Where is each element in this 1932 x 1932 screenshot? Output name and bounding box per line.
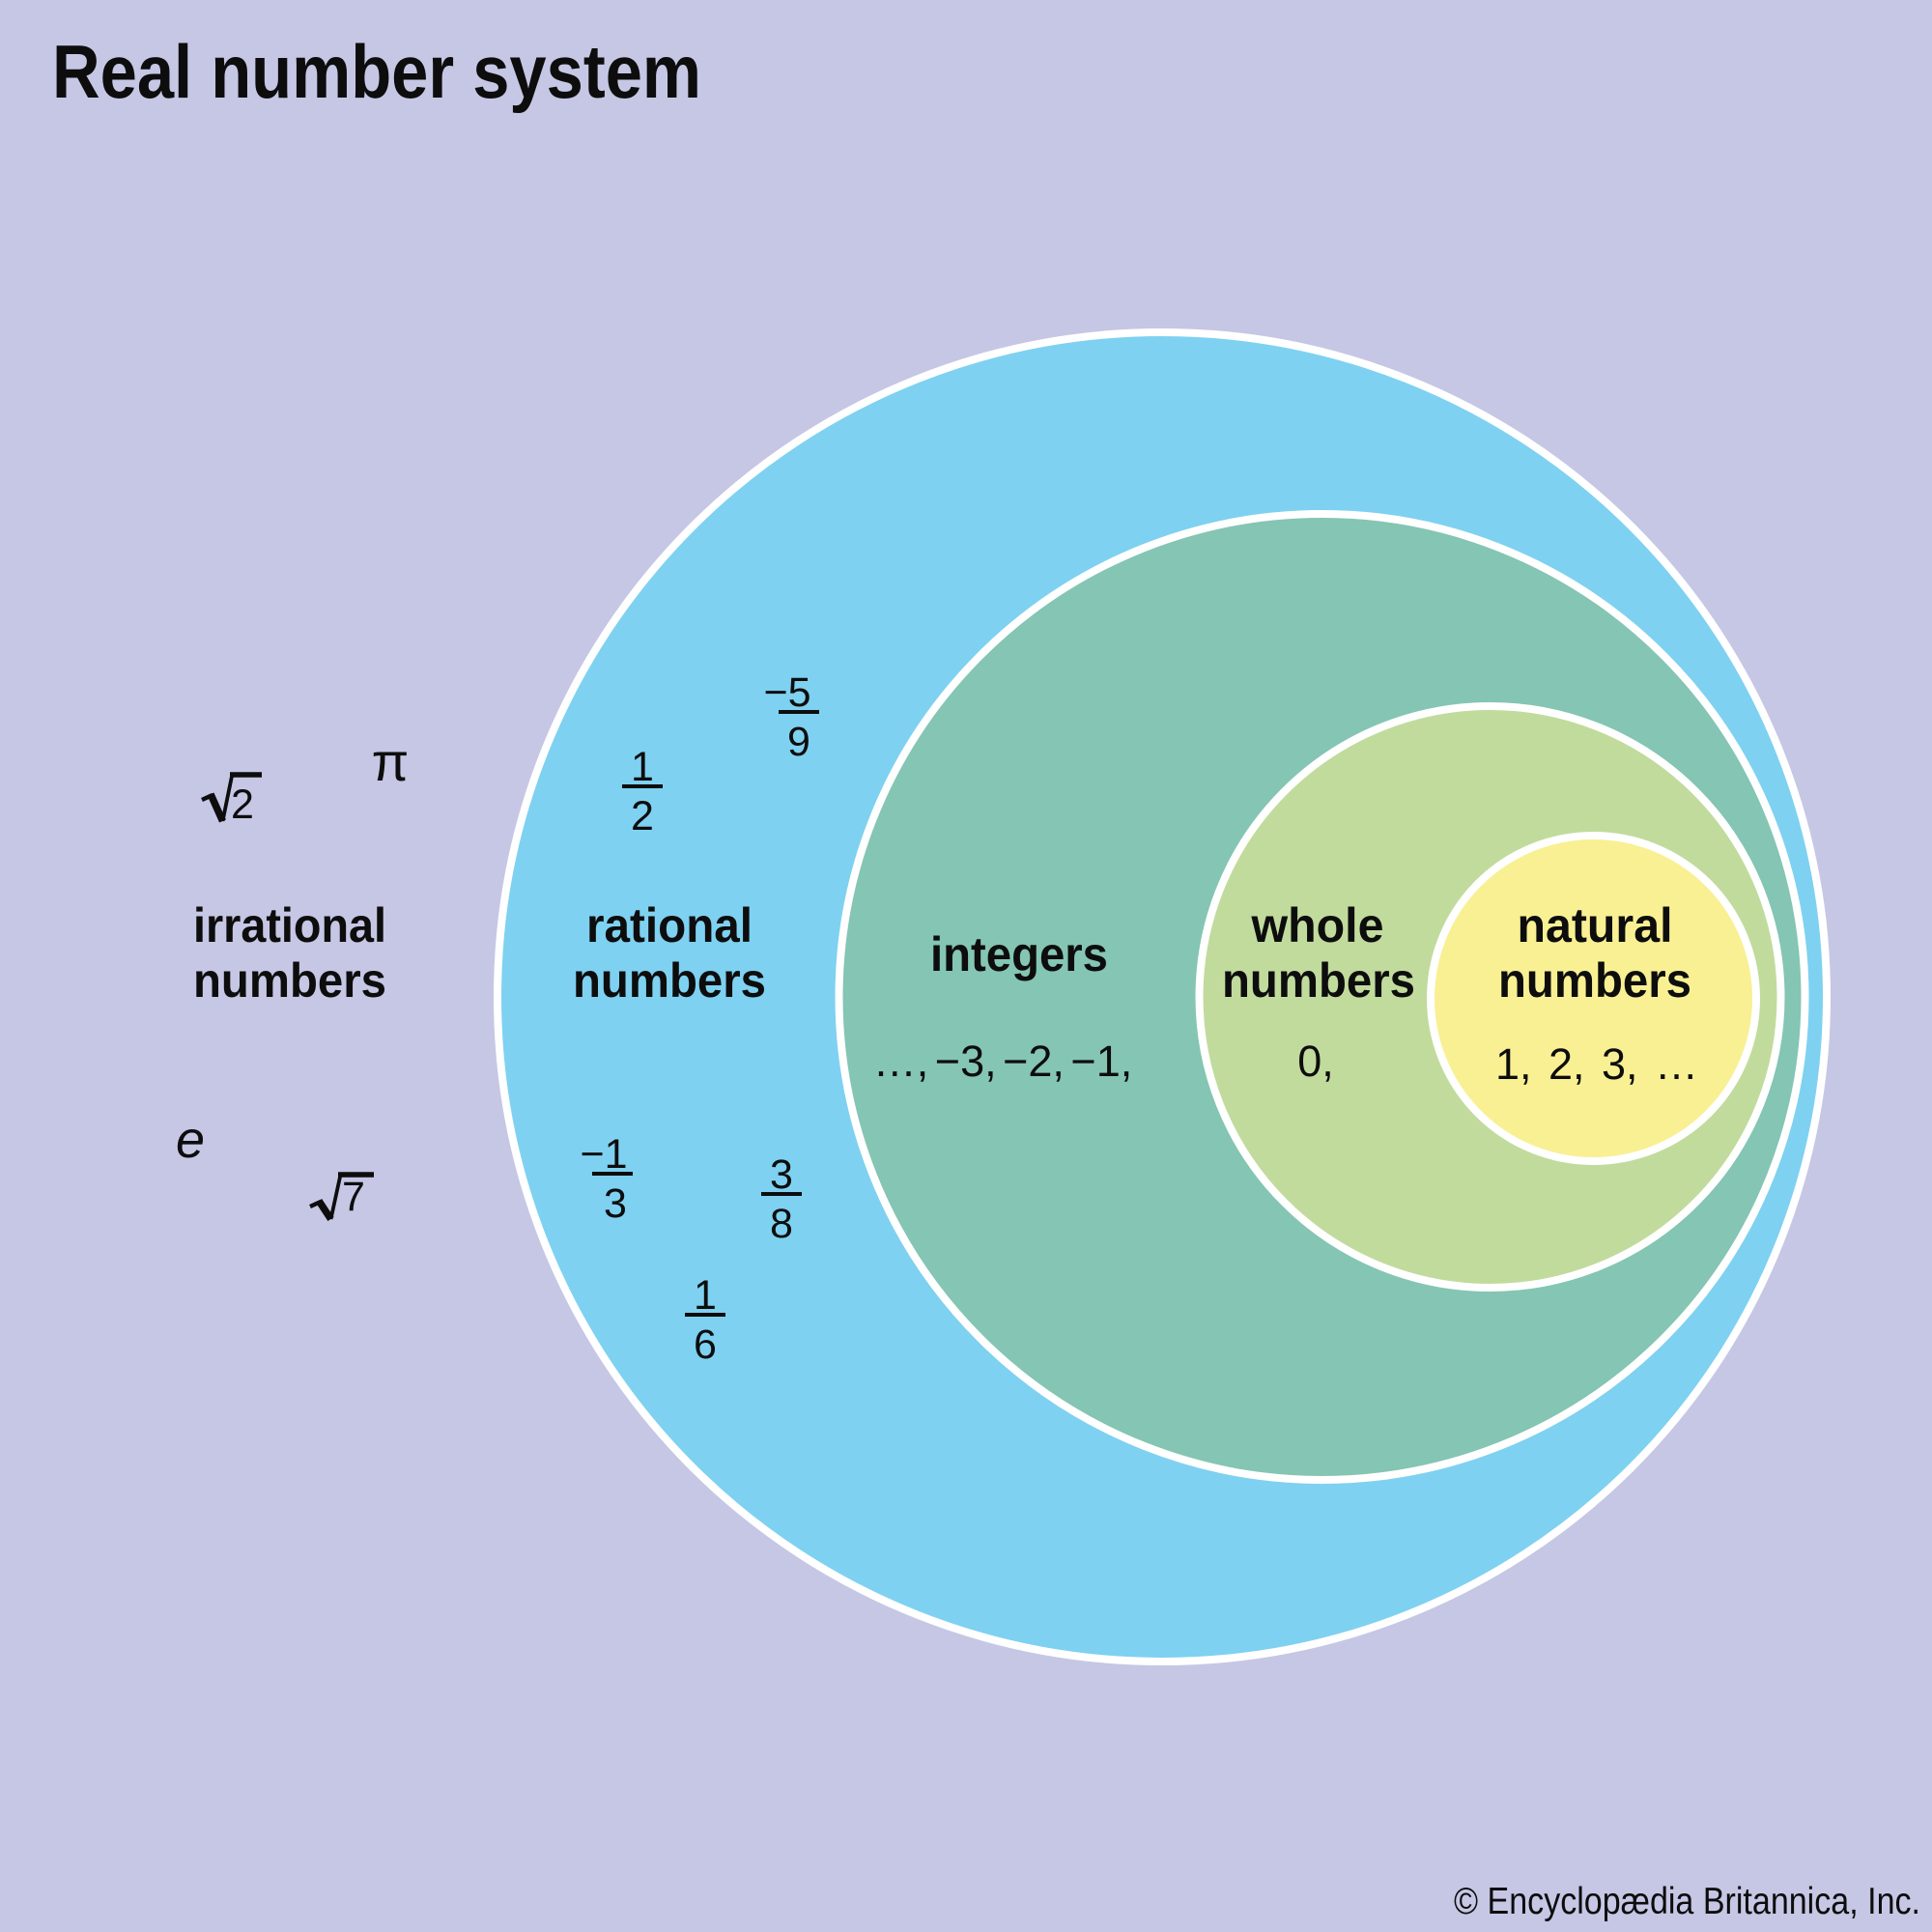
svg-text:−5: −5 (763, 669, 810, 716)
svg-text:numbers: numbers (573, 953, 766, 1008)
svg-text:3: 3 (770, 1151, 793, 1198)
svg-text:1, 2, 3, …: 1, 2, 3, … (1495, 1039, 1698, 1089)
svg-text:…, −3, −2, −1,: …, −3, −2, −1, (873, 1037, 1132, 1086)
svg-text:e: e (176, 1111, 205, 1169)
svg-text:irrational: irrational (193, 898, 386, 952)
svg-text:π: π (372, 731, 410, 792)
svg-text:whole: whole (1251, 898, 1384, 952)
svg-text:1: 1 (694, 1272, 717, 1319)
svg-text:2: 2 (231, 781, 254, 828)
svg-text:Real number system: Real number system (52, 29, 701, 114)
svg-text:1: 1 (631, 744, 654, 790)
svg-text:integers: integers (930, 927, 1108, 981)
svg-text:numbers: numbers (1498, 953, 1691, 1008)
svg-text:© Encyclopædia Britannica, Inc: © Encyclopædia Britannica, Inc. (1454, 1881, 1920, 1922)
svg-text:0,: 0, (1297, 1037, 1334, 1086)
svg-text:−1: −1 (580, 1131, 627, 1178)
svg-text:natural: natural (1518, 898, 1673, 952)
svg-text:3: 3 (604, 1180, 627, 1227)
svg-text:8: 8 (770, 1201, 793, 1247)
svg-text:rational: rational (586, 898, 753, 952)
svg-text:7: 7 (342, 1174, 365, 1220)
svg-text:numbers: numbers (1222, 953, 1415, 1008)
svg-text:2: 2 (631, 793, 654, 839)
svg-text:6: 6 (694, 1321, 717, 1368)
svg-text:9: 9 (787, 719, 810, 765)
svg-text:numbers: numbers (193, 953, 386, 1008)
